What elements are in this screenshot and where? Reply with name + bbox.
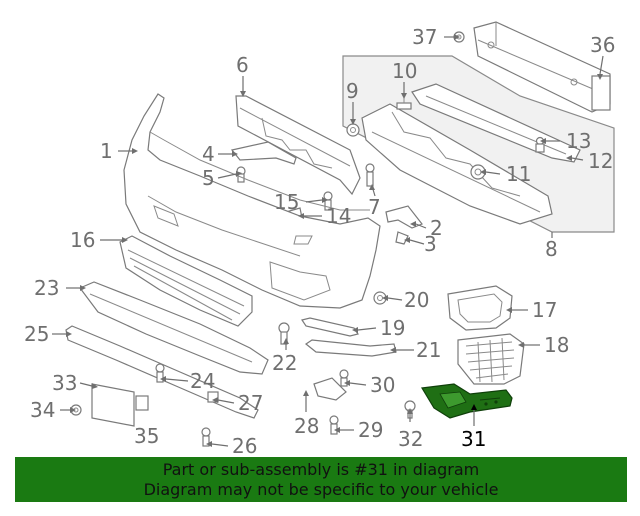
label-35: 35 <box>134 424 159 448</box>
banner-line-1: Part or sub-assembly is #31 in diagram <box>162 460 480 479</box>
part-35-clip <box>135 395 149 411</box>
label-12: 12 <box>588 149 613 173</box>
label-1: 1 <box>100 139 113 163</box>
part-24-screw <box>155 363 165 383</box>
label-2: 2 <box>430 216 443 240</box>
label-18: 18 <box>544 333 569 357</box>
part-6-upper-bracket <box>235 95 361 196</box>
label-30: 30 <box>370 373 395 397</box>
label-26: 26 <box>232 434 257 458</box>
label-20: 20 <box>404 288 429 312</box>
label-15: 15 <box>274 190 299 214</box>
label-37: 37 <box>412 25 437 49</box>
label-23: 23 <box>34 276 59 300</box>
banner-line-2: Diagram may not be specific to your vehi… <box>143 480 499 499</box>
label-19: 19 <box>380 316 405 340</box>
label-10: 10 <box>392 59 417 83</box>
label-13: 13 <box>566 129 591 153</box>
part-9-clip <box>346 123 360 137</box>
label-17: 17 <box>532 298 557 322</box>
label-36: 36 <box>590 33 615 57</box>
part-19-trim <box>301 317 359 337</box>
part-30-screw <box>339 369 349 387</box>
label-31: 31 <box>461 427 486 451</box>
label-14: 14 <box>326 204 351 228</box>
part-17-bezel <box>447 285 513 331</box>
part-8-absorber <box>361 103 553 225</box>
part-labels: 1 2 3 4 5 6 7 8 9 10 11 12 13 14 15 16 1… <box>24 25 615 458</box>
label-34: 34 <box>30 398 55 422</box>
label-11: 11 <box>506 162 531 186</box>
part-22-screw <box>278 322 290 345</box>
label-7: 7 <box>368 195 381 219</box>
label-27: 27 <box>238 391 263 415</box>
part-3-clip <box>395 231 409 245</box>
part-4-bracket <box>230 141 297 165</box>
part-26-screw <box>201 427 211 447</box>
arrowheads <box>66 34 603 447</box>
part-23-spoiler <box>79 281 269 375</box>
label-5: 5 <box>202 166 215 190</box>
info-banner: Part or sub-assembly is #31 in diagram D… <box>15 457 627 502</box>
part-16-lower-grille <box>119 235 253 327</box>
label-28: 28 <box>294 414 319 438</box>
part-21-trim <box>304 339 397 357</box>
label-6: 6 <box>236 53 249 77</box>
part-29-screw <box>329 415 339 435</box>
part-18-grille-insert <box>457 333 525 385</box>
label-3: 3 <box>424 232 437 256</box>
label-4: 4 <box>202 142 215 166</box>
part-7-screw <box>365 163 375 187</box>
label-9: 9 <box>346 79 359 103</box>
label-33: 33 <box>52 371 77 395</box>
part-1-bumper-cover <box>123 93 381 309</box>
label-24: 24 <box>190 369 215 393</box>
leader-lines <box>52 36 604 447</box>
label-8: 8 <box>545 237 558 261</box>
label-21: 21 <box>416 338 441 362</box>
label-16: 16 <box>70 228 95 252</box>
part-31-highlighted-bracket <box>421 383 513 419</box>
part-15-screw <box>323 191 333 211</box>
label-29: 29 <box>358 418 383 442</box>
label-22: 22 <box>272 351 297 375</box>
label-32: 32 <box>398 427 423 451</box>
part-28-bracket <box>313 377 347 401</box>
part-33-plate-bracket <box>91 383 135 427</box>
label-25: 25 <box>24 322 49 346</box>
part-36-reinforcement <box>473 21 611 113</box>
